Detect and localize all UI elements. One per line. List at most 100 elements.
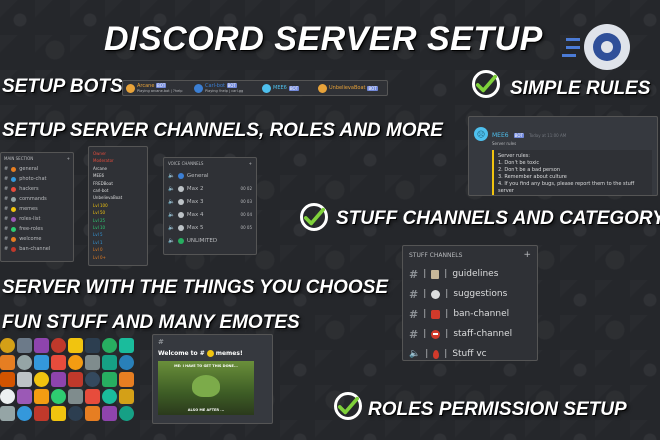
- emoji-icon: [11, 236, 17, 242]
- emote-icon[interactable]: [102, 372, 117, 387]
- emote-icon[interactable]: [51, 355, 66, 370]
- emote-icon[interactable]: [119, 406, 134, 421]
- role-item[interactable]: Lvl 10: [93, 225, 106, 231]
- emote-icon[interactable]: [51, 372, 66, 387]
- voice-channel-item[interactable]: 🔈 Max 2 00 02: [168, 185, 252, 192]
- bot-tag: BOT: [156, 83, 167, 88]
- role-item[interactable]: FREDBoat: [93, 180, 113, 186]
- channel-item[interactable]: #memes: [4, 206, 38, 212]
- emote-icon[interactable]: [34, 372, 49, 387]
- emoji-icon: [11, 226, 17, 232]
- emote-icon[interactable]: [17, 355, 32, 370]
- voice-channel-item[interactable]: 🔈 Max 3 00 03: [168, 198, 252, 205]
- channel-item[interactable]: #commands: [4, 196, 47, 202]
- emote-icon[interactable]: [0, 389, 15, 404]
- bot-entry[interactable]: MEE6 BOT: [262, 83, 314, 93]
- channel-item[interactable]: #welcome: [4, 236, 42, 242]
- emote-icon[interactable]: [0, 338, 15, 353]
- role-item[interactable]: Owner: [93, 151, 107, 156]
- emote-icon[interactable]: [17, 406, 32, 421]
- emote-icon[interactable]: [17, 372, 32, 387]
- emoji-icon: [177, 185, 184, 192]
- emote-icon[interactable]: [51, 338, 66, 353]
- emote-icon[interactable]: [17, 338, 32, 353]
- emote-icon[interactable]: [51, 406, 66, 421]
- channel-item[interactable]: #ban-channel: [4, 246, 51, 252]
- emote-icon[interactable]: [119, 372, 134, 387]
- check-icon: [300, 203, 328, 231]
- avatar: [126, 83, 135, 93]
- channel-item[interactable]: # | | ban-channel: [409, 307, 510, 321]
- emote-icon[interactable]: [34, 355, 49, 370]
- category-header: STUFF CHANNELS: [409, 251, 463, 259]
- role-item[interactable]: Lvl 0: [93, 247, 103, 253]
- emote-icon[interactable]: [0, 406, 15, 421]
- emote-icon[interactable]: [0, 372, 15, 387]
- emote-icon[interactable]: [34, 406, 49, 421]
- add-channel-icon[interactable]: +: [66, 156, 70, 161]
- voice-channel-item[interactable]: 🔈 Max 5 00 05: [168, 224, 252, 231]
- bot-entry[interactable]: UnbelievaBoat BOT: [318, 83, 378, 93]
- role-item[interactable]: UnbelievaBoat: [93, 195, 123, 201]
- emote-icon[interactable]: [85, 355, 100, 370]
- voice-channel-item[interactable]: 🔈 Max 4 00 04: [168, 211, 252, 218]
- emote-icon[interactable]: [102, 389, 117, 404]
- bot-entry[interactable]: Carl-bot BOT Playing !help | carl.gg: [194, 83, 258, 93]
- bot-tag: BOT: [288, 85, 300, 91]
- emote-icon[interactable]: [51, 389, 66, 404]
- category-header: VOICE CHANNELS: [168, 161, 204, 166]
- voice-channel-item[interactable]: 🔈 | | Stuff vc: [409, 349, 487, 359]
- role-item[interactable]: Lvl 5: [93, 232, 103, 238]
- hash-icon: #: [409, 327, 419, 341]
- role-item[interactable]: carl-bot: [93, 188, 109, 194]
- emote-icon[interactable]: [85, 406, 100, 421]
- add-channel-icon[interactable]: +: [523, 250, 531, 260]
- voice-channel-item[interactable]: 🔈 UNLIMITED: [168, 237, 218, 244]
- emote-icon[interactable]: [85, 372, 100, 387]
- channel-item[interactable]: #general: [4, 166, 39, 172]
- emote-icon[interactable]: [102, 355, 117, 370]
- channel-item[interactable]: # | | guidelines: [409, 267, 499, 281]
- emote-icon[interactable]: [68, 338, 83, 353]
- role-item[interactable]: Lvl 25: [93, 217, 106, 223]
- emote-icon[interactable]: [85, 338, 100, 353]
- emote-icon[interactable]: [34, 389, 49, 404]
- emote-icon[interactable]: [85, 389, 100, 404]
- channel-item[interactable]: #roles-list: [4, 216, 41, 222]
- emoji-icon: [177, 237, 184, 244]
- emote-icon[interactable]: [68, 389, 83, 404]
- channel-item[interactable]: #free-roles: [4, 226, 43, 232]
- emote-icon[interactable]: [0, 355, 15, 370]
- emote-icon[interactable]: [102, 338, 117, 353]
- emote-icon[interactable]: [68, 406, 83, 421]
- rule-line: 1. Don't be toxic: [498, 160, 540, 166]
- role-item[interactable]: Lvl 1: [93, 239, 103, 245]
- emote-icon[interactable]: [119, 389, 134, 404]
- hash-icon: #: [4, 236, 9, 242]
- hammer-icon: [431, 309, 441, 319]
- emote-icon[interactable]: [17, 389, 32, 404]
- role-item[interactable]: Moderator: [93, 158, 114, 164]
- channel-item[interactable]: # | | suggestions: [409, 287, 508, 301]
- role-item[interactable]: MEE6: [93, 173, 105, 179]
- emote-icon[interactable]: [102, 406, 117, 421]
- emote-icon[interactable]: [119, 338, 134, 353]
- main-section-panel: MAIN SECTION + #general #photo-chat #hac…: [0, 152, 74, 262]
- emote-icon[interactable]: [119, 355, 134, 370]
- channel-item[interactable]: #photo-chat: [4, 176, 47, 182]
- hash-icon: #: [409, 307, 419, 321]
- emote-icon[interactable]: [68, 372, 83, 387]
- page-title: DISCORD SERVER SETUP: [104, 20, 543, 58]
- role-item[interactable]: Arcane: [93, 165, 107, 171]
- channel-item[interactable]: # | | staff-channel: [409, 327, 513, 341]
- channel-item[interactable]: #hackers: [4, 186, 39, 192]
- bot-entry[interactable]: Arcane BOT Playing arcane.bot | ?help: [126, 83, 190, 93]
- emote-icon[interactable]: [34, 338, 49, 353]
- voice-channel-item[interactable]: 🔈 General: [168, 172, 209, 179]
- emoji-icon: [177, 172, 184, 179]
- role-item[interactable]: Lvl 50: [93, 210, 106, 216]
- role-item[interactable]: Lvl 0+: [93, 254, 106, 260]
- emote-icon[interactable]: [68, 355, 83, 370]
- add-channel-icon[interactable]: +: [248, 161, 252, 166]
- role-item[interactable]: Lvl 100: [93, 202, 108, 208]
